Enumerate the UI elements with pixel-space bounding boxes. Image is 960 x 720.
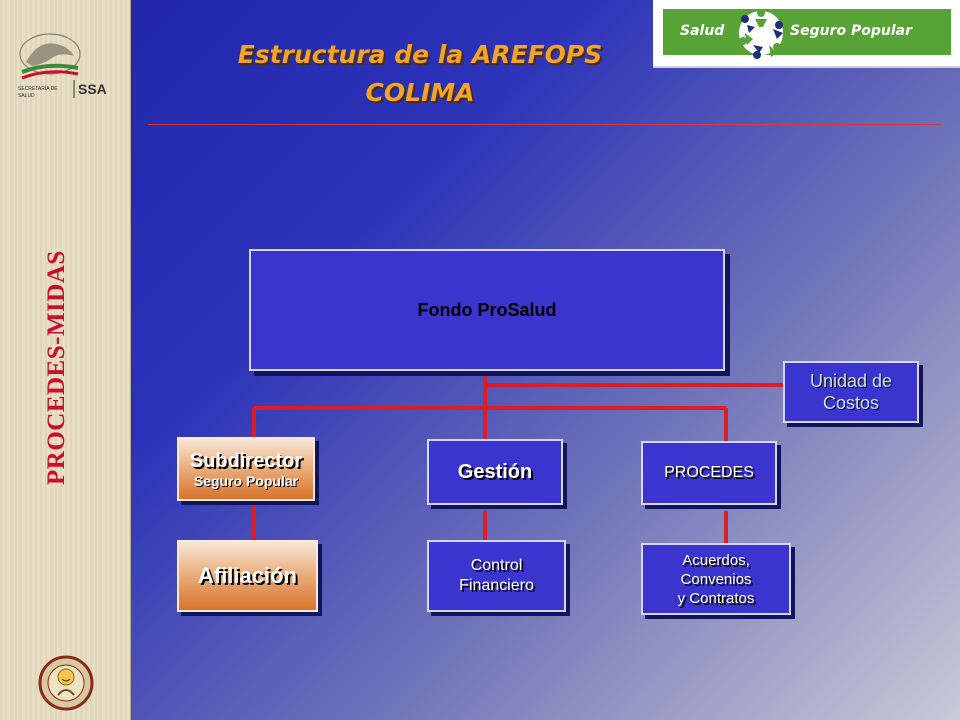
node-subdirector: Subdirector Seguro Popular <box>177 437 315 501</box>
node-acuerdos-line-3: y Contratos <box>677 589 755 607</box>
logo-green-bar <box>663 9 951 55</box>
node-unidad-costos-line-1: Unidad de <box>809 371 893 391</box>
node-acuerdos-line-1: Acuerdos, <box>682 551 750 569</box>
page-title: Estructura de la AREFOPS COLIMA <box>130 36 710 112</box>
node-control-financiero: Control Financiero <box>427 540 566 612</box>
seguro-popular-logo: Salud Seguro Popular <box>653 0 960 68</box>
node-procedes: PROCEDES <box>641 441 777 505</box>
node-procedes-label: PROCEDES <box>664 464 754 481</box>
people-circle-icon <box>739 9 783 59</box>
logo-seguro-popular-text: Seguro Popular <box>790 23 912 39</box>
node-subdirector-title: Subdirector <box>189 449 303 472</box>
node-fondo-prosalud-label: Fondo ProSalud <box>417 299 557 320</box>
node-afiliacion-label: Afiliación <box>197 563 297 588</box>
seal-emblem-icon <box>38 655 94 711</box>
ssa-logo-text-1: SECRETARÍA DE <box>18 85 58 92</box>
logo-salud-text: Salud <box>680 23 725 39</box>
title-line-2: COLIMA <box>365 78 475 107</box>
node-acuerdos-line-2: Convenios <box>680 570 752 588</box>
title-line-1: Estructura de la AREFOPS <box>237 40 603 69</box>
node-gestion-label: Gestión <box>457 460 533 483</box>
ssa-eagle-logo-icon: SECRETARÍA DE SALUD SSA <box>18 33 107 99</box>
node-control-line-2: Financiero <box>459 577 534 594</box>
node-gestion: Gestión <box>427 439 563 505</box>
ssa-logo-text-2: SALUD <box>18 93 35 99</box>
ssa-logo-abbr: SSA <box>78 81 107 97</box>
node-unidad-costos-line-2: Costos <box>822 393 880 413</box>
sidebar: SECRETARÍA DE SALUD SSA PROCEDES-MIDAS <box>0 0 131 720</box>
node-afiliacion: Afiliación <box>177 540 318 612</box>
node-acuerdos: Acuerdos, Convenios y Contratos <box>641 543 791 615</box>
node-fondo-prosalud: Fondo ProSalud <box>249 249 725 371</box>
node-subdirector-subtitle: Seguro Popular <box>193 472 299 489</box>
node-unidad-costos: Unidad de Costos <box>783 361 919 423</box>
node-control-line-1: Control <box>470 557 523 574</box>
title-divider <box>148 124 941 125</box>
